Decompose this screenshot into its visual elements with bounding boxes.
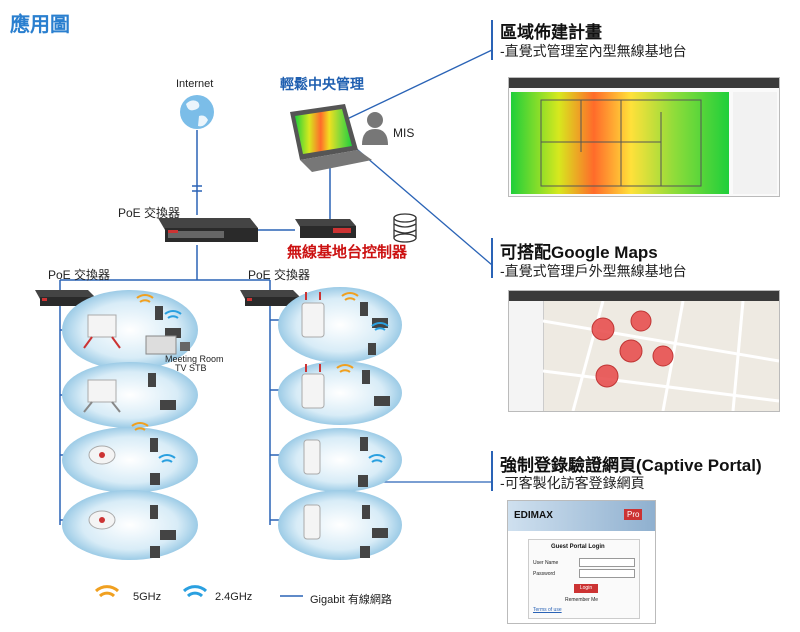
portal-terms-link[interactable]: Terms of use bbox=[533, 607, 562, 613]
section-2-bar bbox=[491, 238, 493, 278]
section-1-bar bbox=[491, 20, 493, 60]
legend-24ghz-icon bbox=[182, 585, 208, 598]
section-3-subtitle: -可客製化訪客登錄網頁 bbox=[500, 475, 645, 491]
callout-lines bbox=[344, 49, 493, 483]
portal-brand-tag: Pro bbox=[624, 509, 643, 520]
wifi-5ghz-icons bbox=[131, 292, 359, 431]
google-maps-screenshot bbox=[508, 290, 780, 412]
wlan-controller-icon bbox=[295, 219, 356, 238]
left-client-devices bbox=[148, 306, 181, 558]
mis-label: MIS bbox=[393, 126, 415, 140]
poe-switch-left-label: PoE 交換器 bbox=[48, 268, 111, 282]
section-2-title: 可搭配Google Maps bbox=[500, 243, 658, 262]
portal-login-button[interactable]: Login bbox=[574, 584, 598, 593]
laptop-icon bbox=[290, 104, 372, 172]
portal-user-input[interactable] bbox=[579, 558, 635, 567]
poe-switch-right-label: PoE 交換器 bbox=[248, 268, 311, 282]
central-management-label: 輕鬆中央管理 bbox=[280, 76, 364, 92]
portal-remember-label[interactable]: Remember Me bbox=[565, 597, 599, 603]
database-icon bbox=[393, 213, 417, 243]
legend-24ghz-label: 2.4GHz bbox=[215, 591, 253, 603]
wifi-24ghz-icons bbox=[158, 310, 389, 463]
left-access-points bbox=[83, 314, 121, 530]
right-access-points bbox=[301, 292, 325, 540]
section-1-subtitle: -直覺式管理室內型無線基地台 bbox=[500, 43, 687, 59]
wire-break-mark bbox=[192, 185, 202, 192]
portal-password-input[interactable] bbox=[579, 569, 635, 578]
legend-gigabit-label: Gigabit 有線網路 bbox=[310, 594, 392, 606]
top-poe-switch-icon bbox=[158, 218, 258, 242]
page-title: 應用圖 bbox=[10, 14, 70, 36]
wlan-controller-label: 無線基地台控制器 bbox=[287, 244, 408, 261]
portal-login-title: Guest Portal Login bbox=[551, 544, 605, 550]
internet-globe-icon bbox=[180, 95, 214, 129]
section-2-subtitle: -直覺式管理戶外型無線基地台 bbox=[500, 263, 687, 279]
internet-label: Internet bbox=[176, 78, 214, 90]
mis-user-icon bbox=[362, 112, 388, 145]
portal-password-label: Password bbox=[533, 571, 555, 577]
meeting-room-tv-icon bbox=[145, 335, 190, 355]
legend-5ghz-label: 5GHz bbox=[133, 591, 162, 603]
section-1-title: 區域佈建計畫 bbox=[500, 23, 602, 42]
portal-brand: EDIMAX bbox=[514, 510, 553, 521]
legend-5ghz-icon bbox=[94, 585, 120, 598]
floor-plan-heatmap-screenshot bbox=[508, 77, 780, 197]
right-poe-switch-icon bbox=[240, 290, 300, 306]
section-3-bar bbox=[491, 451, 493, 491]
captive-portal-screenshot: EDIMAX Pro Guest Portal Login User Name … bbox=[507, 500, 656, 624]
left-poe-switch-icon bbox=[35, 290, 95, 306]
meeting-room-label: Meeting Room bbox=[165, 354, 224, 364]
tv-stb-label: TV STB bbox=[175, 363, 207, 373]
portal-user-label: User Name bbox=[533, 560, 559, 566]
section-3-title: 強制登錄驗證網頁(Captive Portal) bbox=[500, 456, 762, 475]
poe-switch-top-label: PoE 交換器 bbox=[118, 206, 181, 220]
